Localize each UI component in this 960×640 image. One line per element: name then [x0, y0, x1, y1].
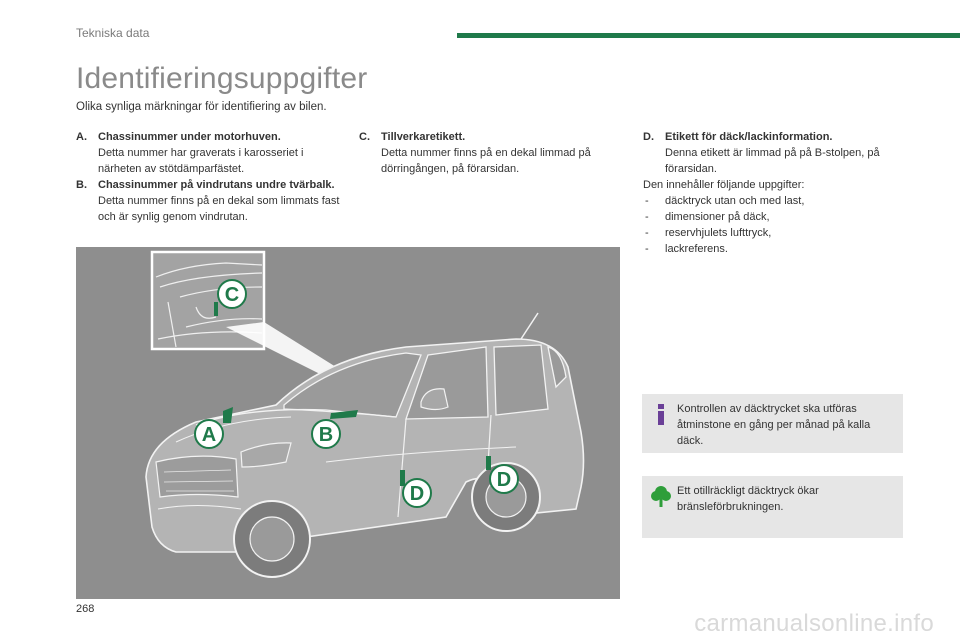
list-item: reservhjulets lufttryck, [643, 225, 903, 241]
item-d-letter: D. [643, 131, 654, 143]
header-accent-bar [457, 33, 960, 38]
page-number: 268 [76, 603, 95, 615]
item-d: D. Etikett för däck/lackinformation. Den… [643, 129, 903, 177]
item-c-text: Detta nummer finns på en dekal limmad på… [381, 147, 591, 175]
front-wheel [233, 500, 311, 578]
item-d-list: däcktryck utan och med last, dimensioner… [643, 193, 903, 257]
callout-b: B [311, 419, 341, 449]
item-a-text: Detta nummer har graverats i karosseriet… [98, 147, 304, 175]
watermark: carmanualsonline.info [694, 610, 934, 637]
item-b-heading: Chassinummer på vindrutans undre tvärbal… [98, 179, 335, 191]
vehicle-drawing: A B C D D [145, 250, 585, 578]
label-c-marker [214, 302, 218, 316]
callout-c-text: C [225, 284, 239, 306]
list-item: dimensioner på däck, [643, 209, 903, 225]
callout-c: C [217, 279, 247, 309]
page-title: Identifieringsuppgifter [76, 62, 368, 95]
column-c: C. Tillverkaretikett. Detta nummer finns… [359, 129, 619, 177]
item-c-heading: Tillverkaretikett. [381, 131, 466, 143]
eco-text: Ett otillräckligt däcktryck ökar bränsle… [677, 485, 819, 513]
column-ab: A. Chassinummer under motorhuven. Detta … [76, 129, 346, 225]
item-a: A. Chassinummer under motorhuven. Detta … [76, 129, 346, 177]
item-a-letter: A. [76, 131, 87, 143]
callout-d-text: D [410, 483, 424, 505]
column-d: D. Etikett för däck/lackinformation. Den… [643, 129, 903, 257]
callout-d-1: D [402, 478, 432, 508]
section-label: Tekniska data [76, 26, 150, 40]
info-icon [658, 404, 664, 425]
label-a-marker [223, 407, 233, 423]
item-d-heading: Etikett för däck/lackinformation. [665, 131, 833, 143]
label-d-marker-2 [486, 456, 491, 470]
car-body [145, 312, 585, 553]
vehicle-illustration: A B C D D [76, 247, 620, 599]
intro-text: Olika synliga märkningar för identifieri… [76, 101, 327, 113]
callout-b-text: B [319, 424, 333, 446]
callout-d-2: D [489, 464, 519, 494]
item-b-text: Detta nummer finns på en dekal som limma… [98, 195, 340, 223]
item-c: C. Tillverkaretikett. Detta nummer finns… [359, 129, 619, 177]
eco-box: Ett otillräckligt däcktryck ökar bränsle… [642, 476, 903, 538]
callout-a: A [194, 419, 224, 449]
list-item: lackreferens. [643, 241, 903, 257]
label-d-marker-1 [400, 470, 405, 486]
item-c-letter: C. [359, 131, 370, 143]
item-a-heading: Chassinummer under motorhuven. [98, 131, 281, 143]
label-b-marker [330, 410, 358, 419]
tip-box: Kontrollen av däcktrycket ska utföras åt… [642, 394, 903, 453]
callout-a-text: A [202, 424, 216, 446]
item-d-text: Denna etikett är limmad på på B-stolpen,… [665, 147, 880, 175]
list-item: däcktryck utan och med last, [643, 193, 903, 209]
item-b: B. Chassinummer på vindrutans undre tvär… [76, 177, 346, 225]
item-b-letter: B. [76, 179, 87, 191]
item-d-intro: Den innehåller följande uppgifter: [643, 179, 805, 191]
callout-d-text: D [497, 469, 511, 491]
tip-text: Kontrollen av däcktrycket ska utföras åt… [677, 403, 871, 447]
tree-icon [651, 486, 671, 507]
